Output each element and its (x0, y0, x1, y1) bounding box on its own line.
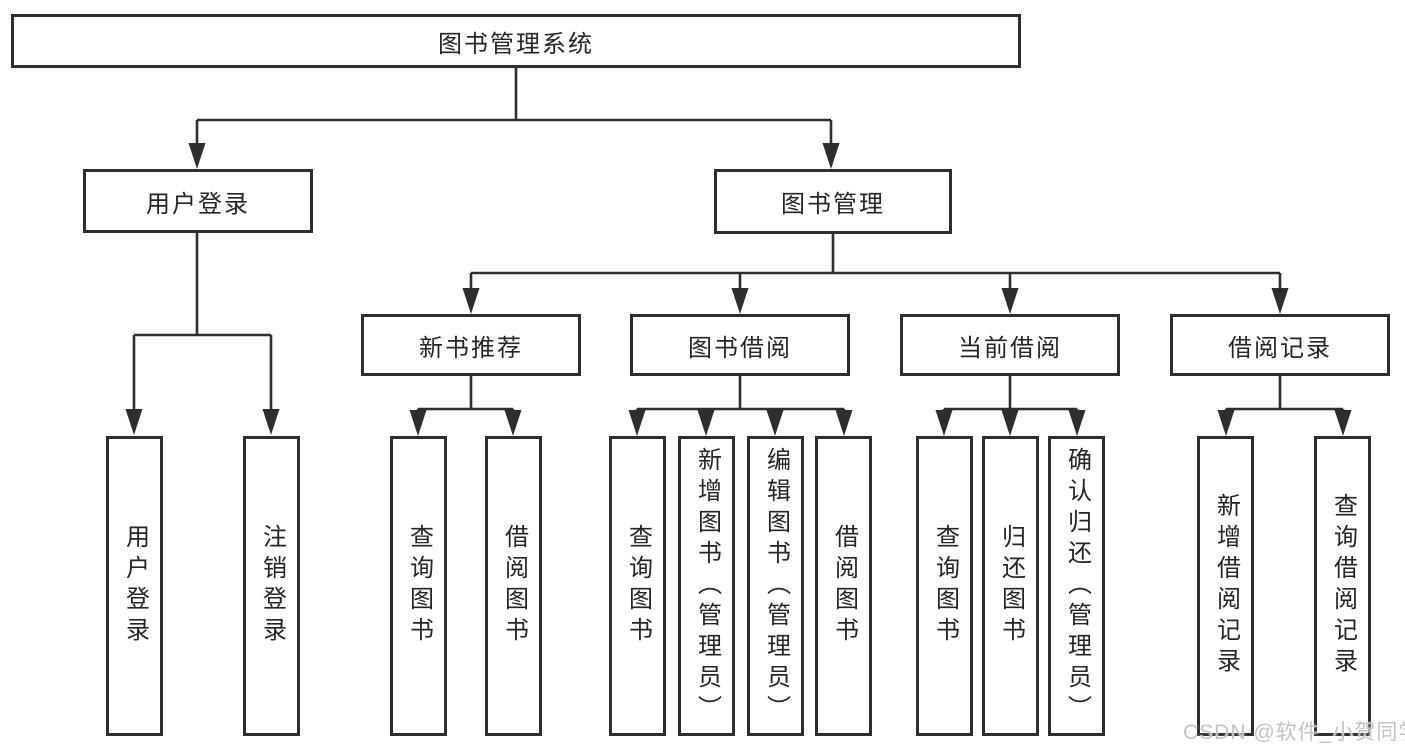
node-root-label: 图书管理系统 (438, 30, 594, 58)
leaf-nb-query-books-label: 查询图书 (405, 524, 433, 648)
leaf-bb-add-books-admin-label: 新增图书（管理员） (693, 446, 721, 726)
leaf-br-query-record: 查询借阅记录 (1314, 436, 1371, 736)
leaf-cb-confirm-return-admin-label: 确认归还（管理员） (1063, 446, 1091, 726)
leaf-bb-borrow-books-label: 借阅图书 (830, 524, 858, 648)
node-book-management-label: 图书管理 (781, 191, 885, 218)
arrowheads (125, 143, 1352, 436)
leaf-cb-return-books: 归还图书 (982, 436, 1039, 736)
node-borrowing-records: 借阅记录 (1170, 314, 1390, 376)
leaf-user-login: 用户登录 (106, 436, 163, 736)
node-book-borrowing: 图书借阅 (630, 314, 850, 376)
node-book-borrowing-label: 图书借阅 (688, 334, 792, 362)
leaf-nb-borrow-books-label: 借阅图书 (500, 524, 528, 648)
leaf-cb-query-books-label: 查询图书 (931, 524, 959, 648)
leaf-cb-confirm-return-admin: 确认归还（管理员） (1048, 436, 1105, 736)
leaf-bb-borrow-books: 借阅图书 (815, 436, 872, 736)
node-user-login-label: 用户登录 (146, 190, 250, 218)
leaf-cb-return-books-label: 归还图书 (997, 524, 1025, 648)
leaf-logout-label: 注销登录 (258, 524, 286, 648)
node-root: 图书管理系统 (11, 14, 1021, 68)
node-new-book-recommend-label: 新书推荐 (419, 334, 523, 362)
leaf-bb-edit-books-admin: 编辑图书（管理员） (747, 436, 804, 736)
node-current-borrowing: 当前借阅 (900, 314, 1120, 376)
node-new-book-recommend: 新书推荐 (361, 314, 581, 376)
node-borrowing-records-label: 借阅记录 (1228, 334, 1332, 362)
watermark: CSDN @软件_小贺同学 (1183, 721, 1405, 744)
leaf-br-add-record: 新增借阅记录 (1197, 436, 1254, 736)
node-book-management: 图书管理 (714, 169, 952, 234)
node-user-login: 用户登录 (83, 169, 313, 233)
leaf-bb-query-books-label: 查询图书 (624, 524, 652, 648)
leaf-nb-query-books: 查询图书 (390, 436, 447, 736)
leaf-nb-borrow-books: 借阅图书 (485, 436, 542, 736)
leaf-br-query-record-label: 查询借阅记录 (1329, 493, 1357, 679)
leaf-bb-query-books: 查询图书 (609, 436, 666, 736)
leaf-user-login-label: 用户登录 (121, 524, 149, 648)
leaf-br-add-record-label: 新增借阅记录 (1212, 493, 1240, 679)
node-current-borrowing-label: 当前借阅 (958, 334, 1062, 362)
leaf-bb-edit-books-admin-label: 编辑图书（管理员） (762, 446, 790, 726)
leaf-cb-query-books: 查询图书 (916, 436, 973, 736)
leaf-logout: 注销登录 (243, 436, 300, 736)
leaf-bb-add-books-admin: 新增图书（管理员） (678, 436, 735, 736)
